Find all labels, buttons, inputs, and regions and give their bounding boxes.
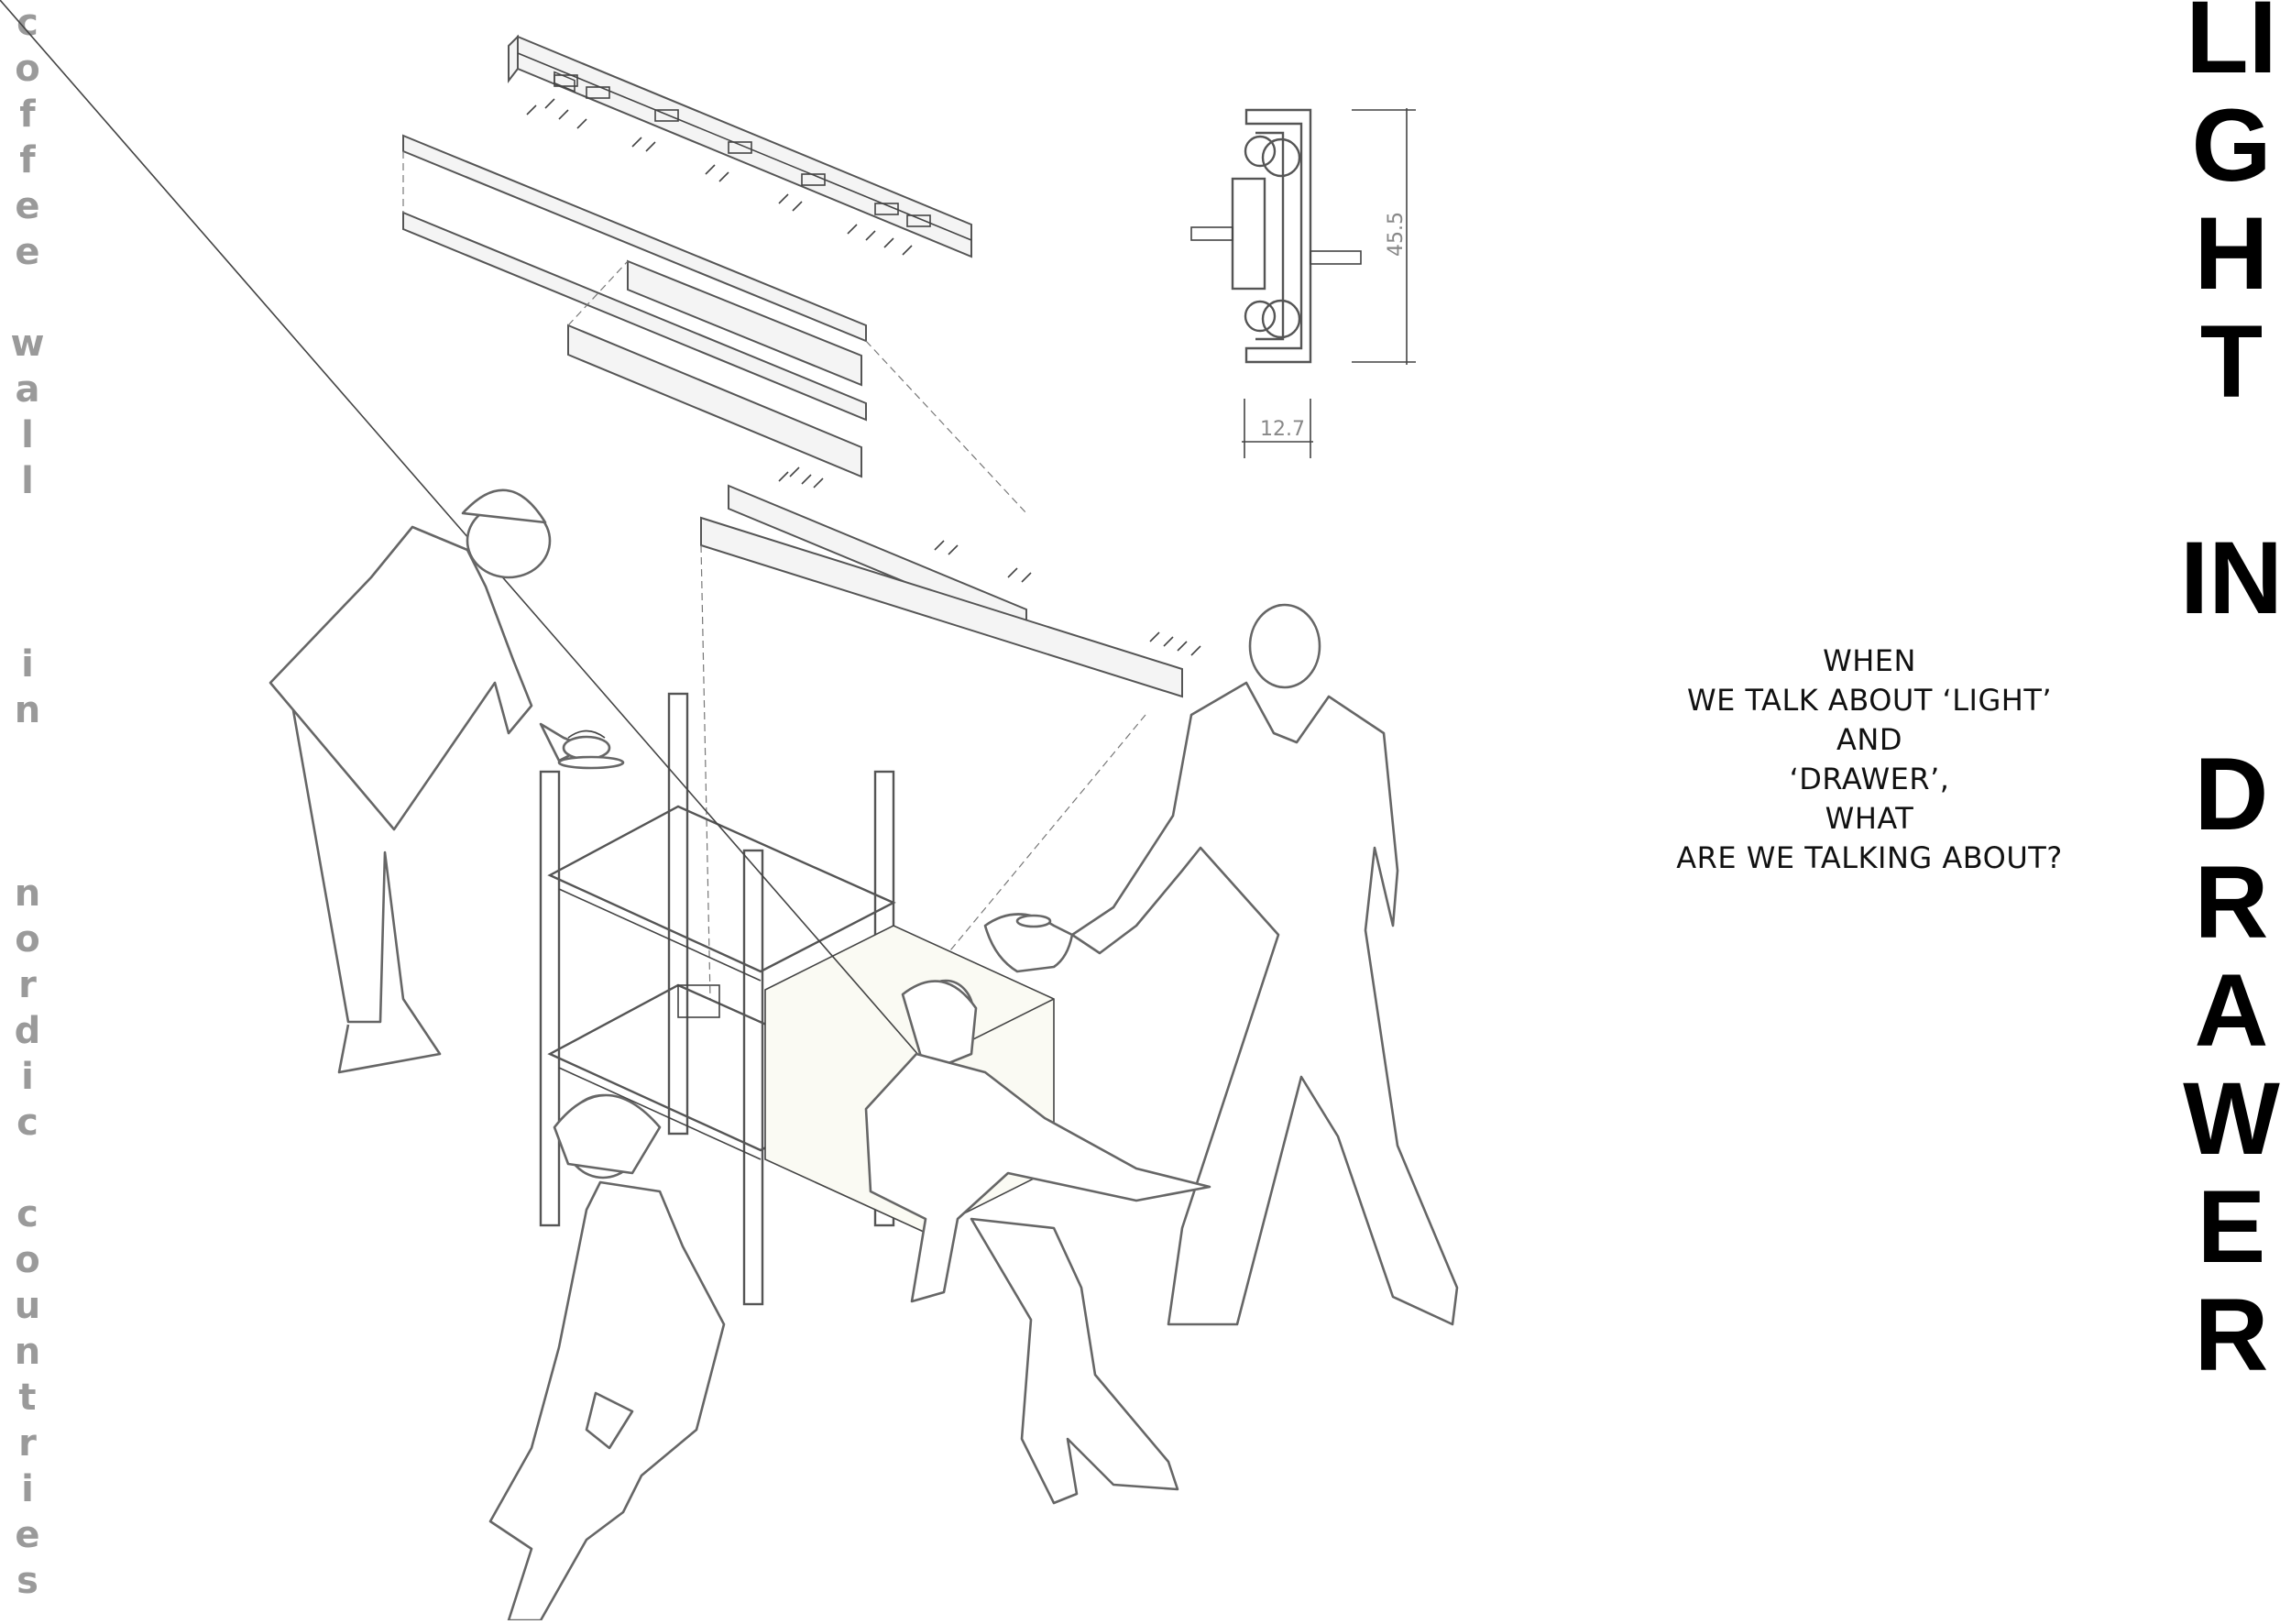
dimension-height-label: 45.5 [1385, 212, 1408, 257]
letter: l [21, 460, 34, 502]
figure-man-teapot [983, 603, 1459, 1326]
question-text: WHEN WE TALK ABOUT ‘LIGHT’ AND ‘DRAWER’,… [1622, 642, 2117, 878]
title-word-in: IN [2163, 524, 2291, 632]
letter: e [15, 231, 40, 273]
letter: n [14, 689, 41, 731]
figure-man-pouring [269, 488, 625, 1074]
letter: o [15, 48, 40, 90]
letter: IN [2180, 521, 2283, 635]
letter: a [15, 368, 40, 411]
drawer-box [0, 0, 1055, 1234]
letter: LI [2186, 0, 2277, 94]
letter: E [2197, 1169, 2266, 1284]
figure-walking-woman [488, 1093, 726, 1620]
letter: n [14, 1331, 41, 1373]
drawer-rail-outer [508, 34, 972, 258]
letter: w [10, 323, 45, 365]
letter: o [15, 1239, 40, 1281]
rail-section-detail: 45.5 12.7 [1190, 108, 1416, 458]
letter: c [16, 1193, 38, 1235]
letter: e [15, 185, 40, 227]
letter: R [2194, 845, 2269, 960]
letter: o [15, 918, 40, 960]
letter: e [15, 1514, 40, 1556]
drawer-rail-middle [402, 134, 1027, 514]
letter: R [2194, 1278, 2269, 1392]
letter: f [19, 139, 36, 181]
letter: s [16, 1560, 38, 1602]
coffee-cup-icon [567, 730, 606, 739]
question-line-5: WHAT [1825, 801, 1914, 836]
letter: d [14, 1010, 41, 1052]
letter: r [18, 1422, 37, 1465]
question-line-4: ‘DRAWER’, [1789, 762, 1950, 796]
letter: r [18, 964, 37, 1006]
letter: i [21, 1468, 34, 1510]
figure-seated-woman [864, 979, 1211, 1505]
letter: i [21, 643, 34, 686]
letter: t [18, 1377, 37, 1419]
question-line-2: WE TALK ABOUT ‘LIGHT’ [1686, 683, 2053, 718]
letter: G [2191, 88, 2272, 203]
letter: c [16, 1102, 38, 1144]
question-line-3: AND [1836, 722, 1902, 757]
letter: c [16, 2, 38, 44]
question-line-1: WHEN [1823, 643, 1916, 678]
letter: u [14, 1285, 41, 1327]
drawer-rail-inner [700, 466, 1201, 1037]
letter: T [2199, 304, 2264, 419]
letter: W [2183, 1061, 2280, 1176]
letter: l [21, 414, 34, 456]
letter: H [2194, 196, 2269, 311]
letter: n [14, 872, 41, 915]
letter: i [21, 1056, 34, 1098]
dimension-width-label: 12.7 [1260, 418, 1305, 441]
question-line-6: ARE WE TALKING ABOUT? [1676, 840, 2063, 875]
letter: A [2194, 953, 2269, 1068]
letter: f [19, 93, 36, 136]
letter: D [2194, 737, 2269, 851]
